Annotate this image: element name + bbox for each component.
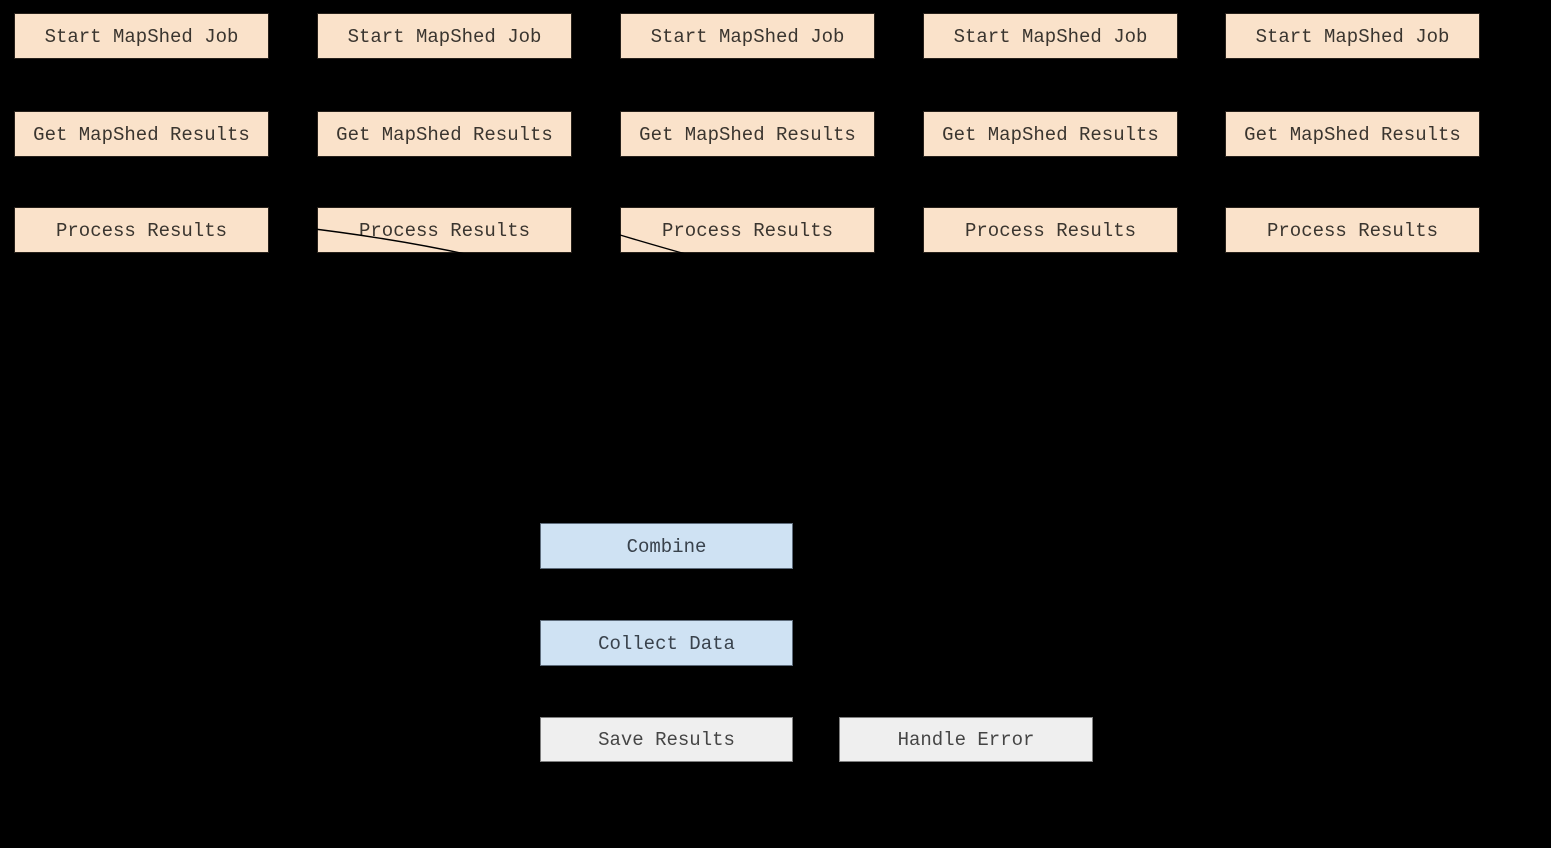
- node-save-results: Save Results: [540, 717, 793, 762]
- node-get-mapshed-results-3: Get MapShed Results: [620, 111, 875, 157]
- node-label: Collect Data: [598, 632, 735, 655]
- node-label: Start MapShed Job: [953, 25, 1148, 48]
- node-start-mapshed-job-4: Start MapShed Job: [923, 13, 1178, 59]
- node-label: Start MapShed Job: [650, 25, 845, 48]
- node-label: Get MapShed Results: [336, 123, 553, 146]
- node-start-mapshed-job-3: Start MapShed Job: [620, 13, 875, 59]
- node-label: Start MapShed Job: [1255, 25, 1450, 48]
- node-get-mapshed-results-1: Get MapShed Results: [14, 111, 269, 157]
- node-label: Process Results: [55, 219, 228, 242]
- node-label: Get MapShed Results: [1244, 123, 1461, 146]
- node-handle-error: Handle Error: [839, 717, 1093, 762]
- node-process-results-5: Process Results: [1225, 207, 1480, 253]
- node-label: Combine: [626, 535, 707, 558]
- node-process-results-2: Process Results: [317, 207, 572, 253]
- node-label: Process Results: [1266, 219, 1439, 242]
- node-label: Start MapShed Job: [347, 25, 542, 48]
- node-label: Get MapShed Results: [33, 123, 250, 146]
- node-start-mapshed-job-5: Start MapShed Job: [1225, 13, 1480, 59]
- node-get-mapshed-results-2: Get MapShed Results: [317, 111, 572, 157]
- node-start-mapshed-job-1: Start MapShed Job: [14, 13, 269, 59]
- node-label: Process Results: [358, 219, 531, 242]
- node-collect-data: Collect Data: [540, 620, 793, 666]
- node-process-results-3: Process Results: [620, 207, 875, 253]
- node-process-results-1: Process Results: [14, 207, 269, 253]
- node-combine: Combine: [540, 523, 793, 569]
- node-label: Start MapShed Job: [44, 25, 239, 48]
- node-start-mapshed-job-2: Start MapShed Job: [317, 13, 572, 59]
- node-label: Get MapShed Results: [942, 123, 1159, 146]
- node-get-mapshed-results-4: Get MapShed Results: [923, 111, 1178, 157]
- node-label: Handle Error: [897, 729, 1035, 751]
- node-label: Process Results: [661, 219, 834, 242]
- node-label: Process Results: [964, 219, 1137, 242]
- node-process-results-4: Process Results: [923, 207, 1178, 253]
- node-label: Save Results: [598, 729, 735, 751]
- node-label: Get MapShed Results: [639, 123, 856, 146]
- node-get-mapshed-results-5: Get MapShed Results: [1225, 111, 1480, 157]
